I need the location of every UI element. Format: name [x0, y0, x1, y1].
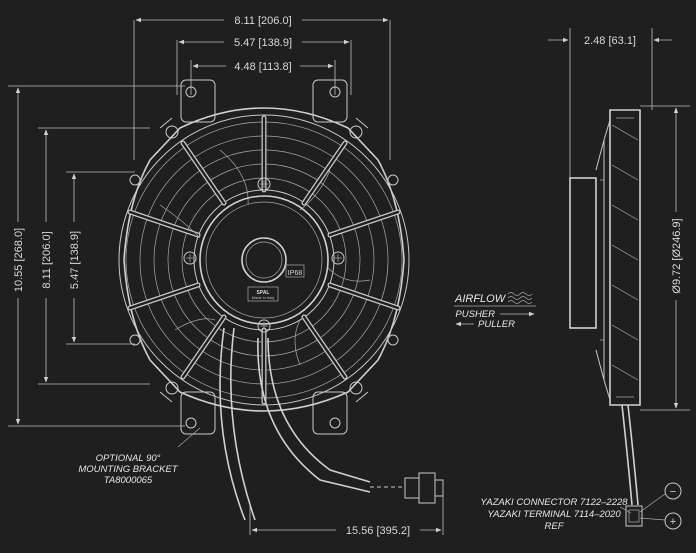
negative-terminal-icon	[664, 482, 682, 500]
dim-left-mid: 8.11 [206.0]	[41, 231, 53, 288]
bracket-note: OPTIONAL 90° MOUNTING BRACKET TA8000065	[78, 427, 201, 486]
mounting-tab-bottom-right	[312, 391, 348, 435]
bracket-note-line1: OPTIONAL 90°	[96, 453, 161, 464]
dim-left-inner: 5.47 [138.9]	[69, 231, 81, 289]
dim-top-mount-inner: 4.48 [113.8]	[234, 61, 291, 73]
lead-connector	[370, 472, 444, 504]
dim-side-depth: 2.48 [63.1]	[584, 35, 636, 47]
airflow-pusher-label: PUSHER	[455, 309, 495, 320]
power-leads	[219, 327, 371, 521]
dim-top-overall: 8.11 [206.0]	[234, 15, 291, 27]
dim-top-mount-outer: 5.47 [138.9]	[234, 37, 292, 49]
dim-side-diameter: Ø9.72 [Ø246.9]	[671, 218, 683, 293]
fan-blades	[159, 149, 371, 366]
positive-terminal-symbol: +	[670, 516, 676, 528]
connector-note-line1: YAZAKI CONNECTOR 7122–2228	[480, 497, 628, 508]
connector-note: YAZAKI CONNECTOR 7122–2228 YAZAKI TERMIN…	[480, 497, 632, 532]
hub-screws	[183, 177, 345, 333]
fan-shroud	[123, 107, 405, 412]
bracket-note-line2: MOUNTING BRACKET	[78, 464, 178, 475]
mounting-tab-bottom-left	[180, 391, 216, 435]
connector-note-line2: YAZAKI TERMINAL 7114–2020	[487, 509, 621, 520]
fan-grille-spokes-inner	[128, 116, 400, 404]
airflow-wave-icon	[507, 292, 533, 304]
airflow-legend: AIRFLOW PUSHER PULLER	[454, 292, 536, 330]
hub-ip-rating: IP68	[288, 270, 303, 277]
positive-terminal-icon	[664, 512, 682, 530]
fan-front-view	[118, 79, 444, 521]
dim-left-overall: 10.55 [268.0]	[13, 228, 25, 292]
motor-hub	[199, 195, 329, 325]
dim-lead-length: 15.56 [395.2]	[346, 525, 410, 537]
connector-note-line3: REF	[545, 521, 565, 532]
airflow-title: AIRFLOW	[454, 293, 507, 305]
fan-side-view	[569, 109, 643, 527]
bracket-note-line3: TA8000065	[104, 475, 153, 486]
airflow-puller-label: PULLER	[478, 319, 515, 330]
hub-origin-label: Made in Italy	[252, 295, 275, 300]
side-view-fins	[611, 124, 639, 381]
hub-brand-label: SPAL	[257, 290, 270, 296]
negative-terminal-symbol: −	[670, 486, 676, 498]
polarity-markers: − +	[639, 482, 682, 530]
